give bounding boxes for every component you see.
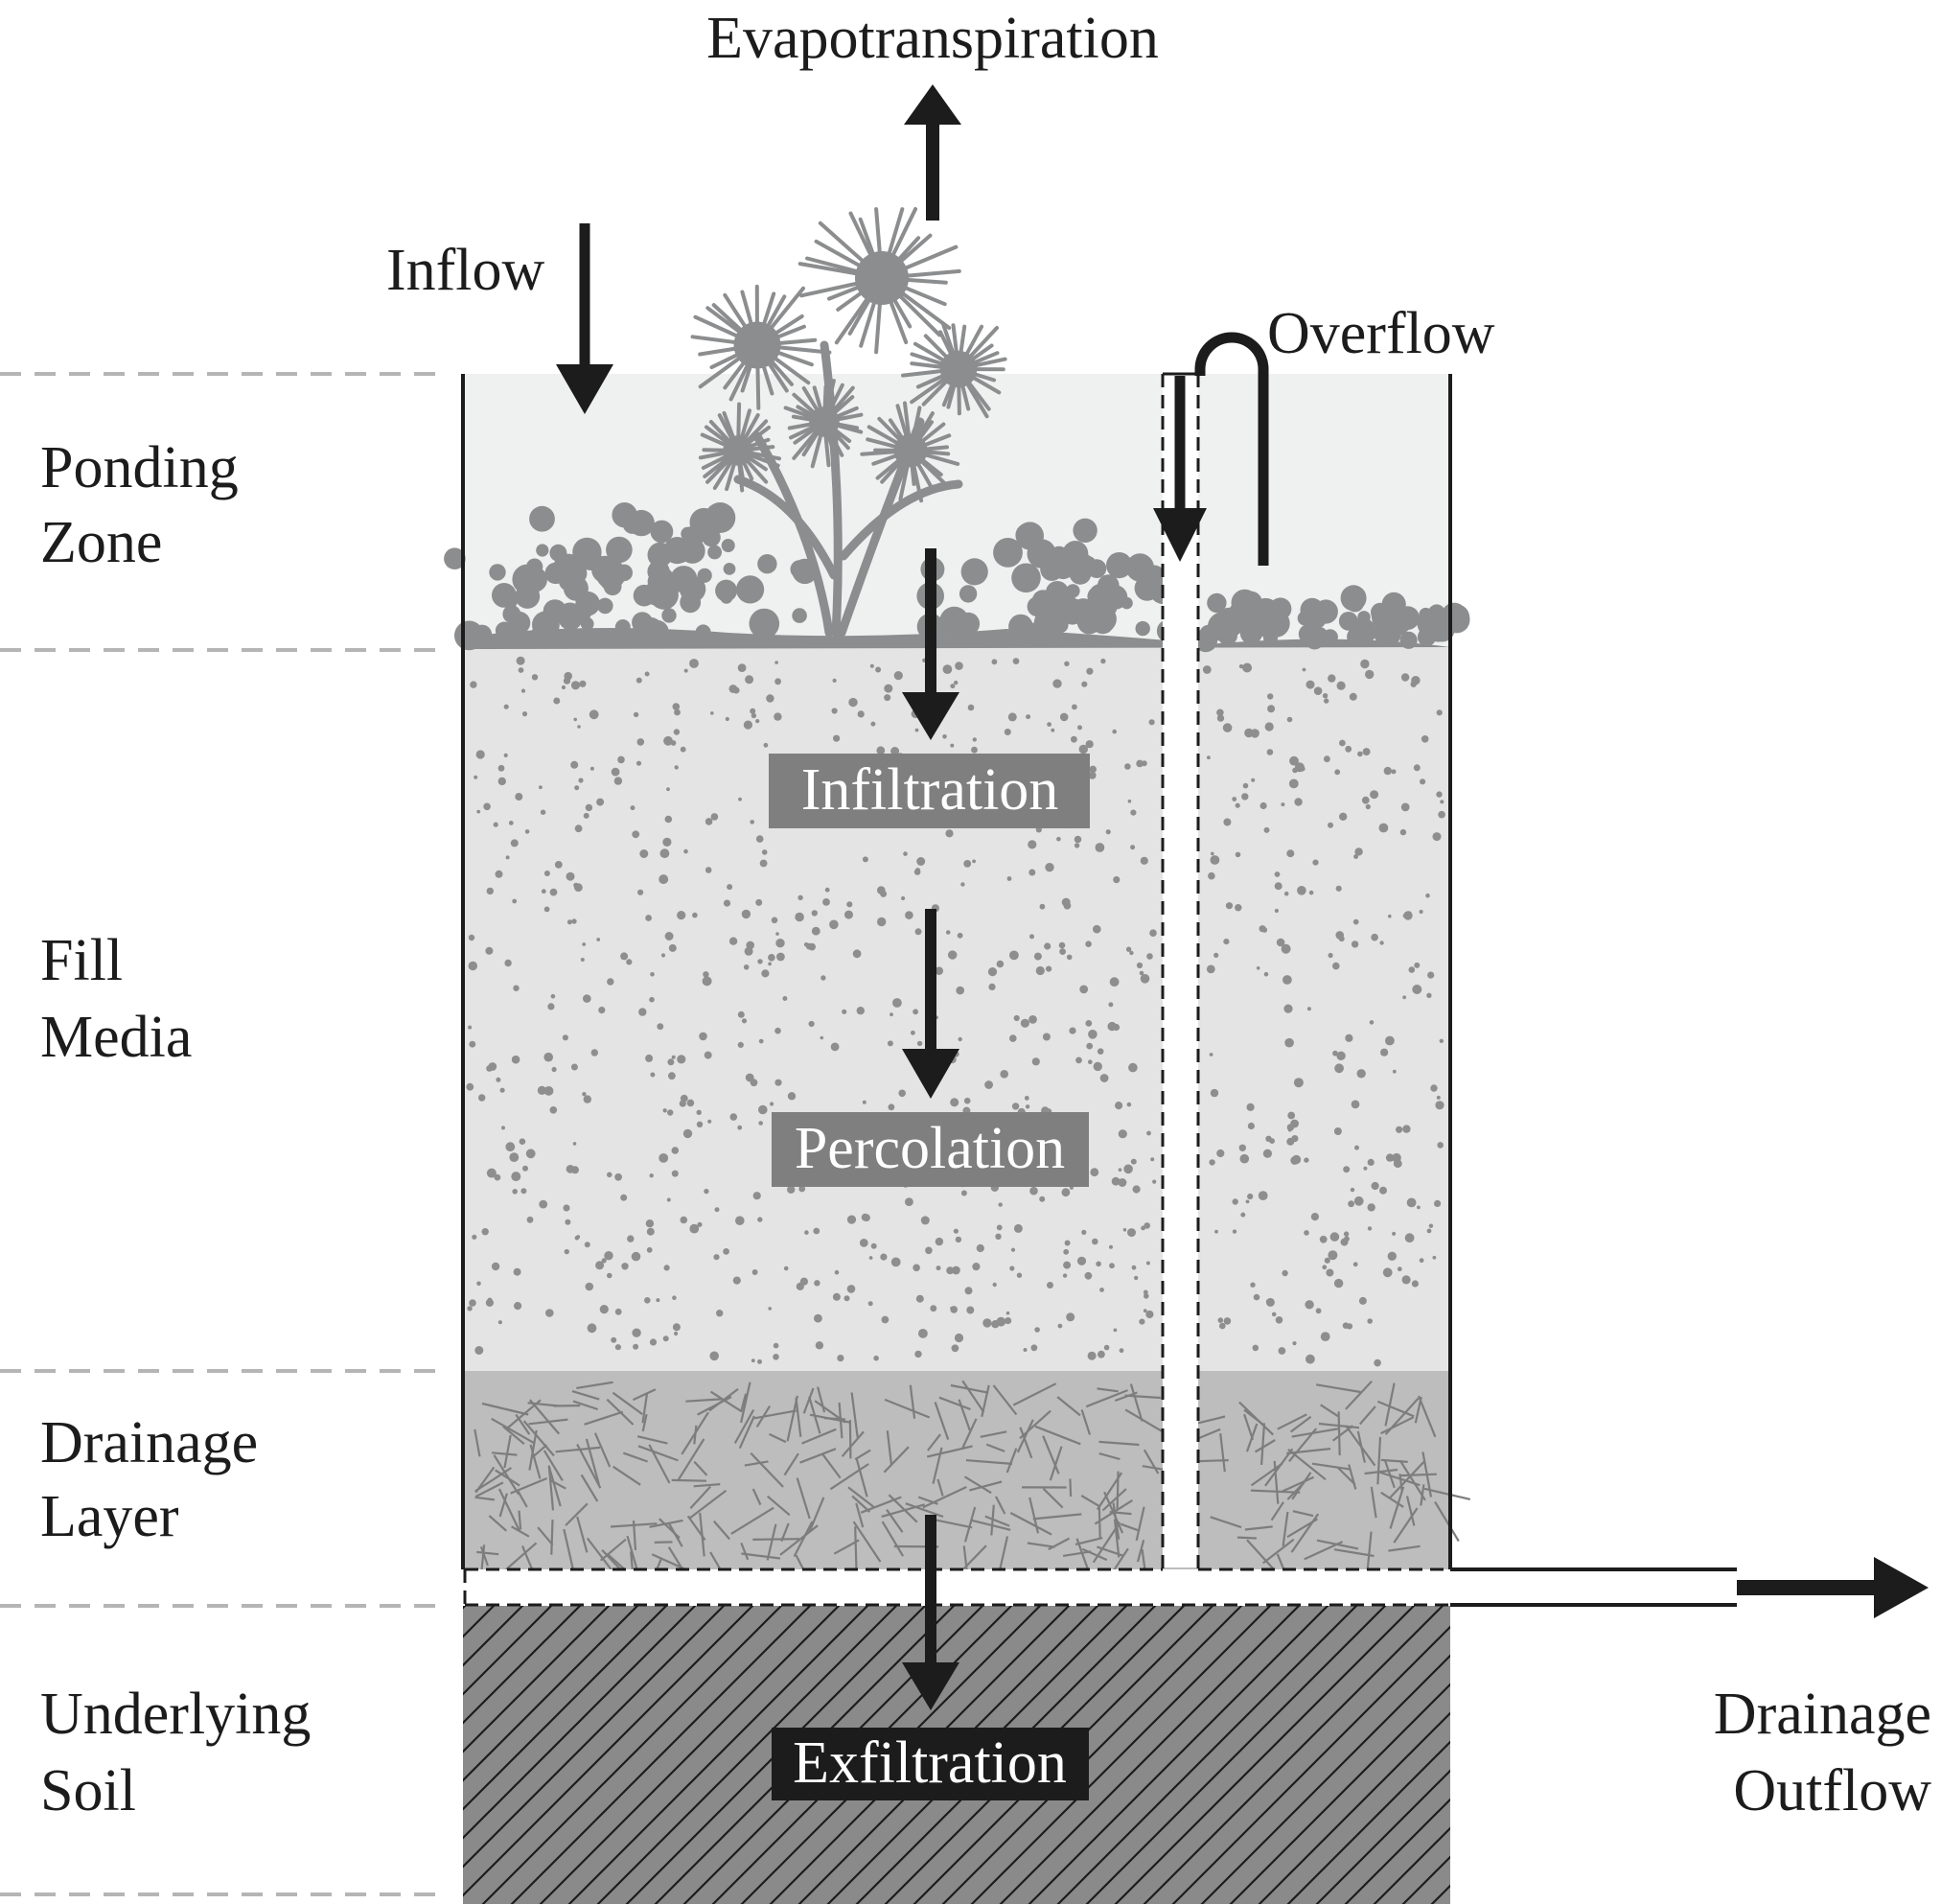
inflow-arrow-icon (556, 223, 613, 414)
exfiltration-label-box (772, 1728, 1089, 1800)
layer-label-drainage-line2: Layer (40, 1484, 179, 1549)
drainage-outflow-label-line1: Drainage (1714, 1682, 1931, 1747)
drainage-outflow-label-line2: Outflow (1733, 1758, 1931, 1823)
drainage-outflow-arrow-icon (1737, 1557, 1929, 1618)
drainage-layer (463, 1371, 1450, 1569)
fill-media-stipple (466, 656, 1445, 1367)
overflow-standpipe (1161, 372, 1200, 1569)
infiltration-label: Infiltration (801, 757, 1059, 823)
inflow-label: Inflow (386, 238, 545, 303)
layer-boundary-guides (0, 372, 446, 1896)
percolation-label: Percolation (795, 1116, 1065, 1181)
layer-label-soil-line2: Soil (40, 1758, 136, 1823)
percolation-label-box (772, 1112, 1089, 1187)
evapotranspiration-arrow-icon (904, 84, 961, 221)
spiky-plant (690, 207, 1007, 503)
evapotranspiration-label: Evapotranspiration (706, 6, 1159, 71)
layer-label-soil-line1: Underlying (40, 1682, 311, 1747)
exfiltration-arrow-icon (902, 1515, 959, 1710)
underdrain-pipe (463, 1567, 1737, 1607)
infiltration-arrow-icon (902, 548, 959, 740)
layer-label-ponding-line1: Ponding (40, 435, 239, 500)
flow-arrows (556, 84, 1929, 1710)
layer-label-drainage-line1: Drainage (40, 1410, 258, 1475)
overflow-label: Overflow (1267, 301, 1495, 366)
layer-label-fill-line1: Fill (40, 928, 123, 993)
percolation-arrow-icon (902, 909, 959, 1099)
exfiltration-label: Exfiltration (793, 1730, 1067, 1796)
container-walls (461, 374, 1452, 1569)
overflow-arrow-icon (1153, 332, 1269, 566)
layer-label-ponding-line2: Zone (40, 510, 162, 575)
infiltration-label-box (769, 754, 1090, 828)
layer-label-fill-line2: Media (40, 1005, 192, 1070)
drainage-layer-texture (474, 1380, 1471, 1590)
